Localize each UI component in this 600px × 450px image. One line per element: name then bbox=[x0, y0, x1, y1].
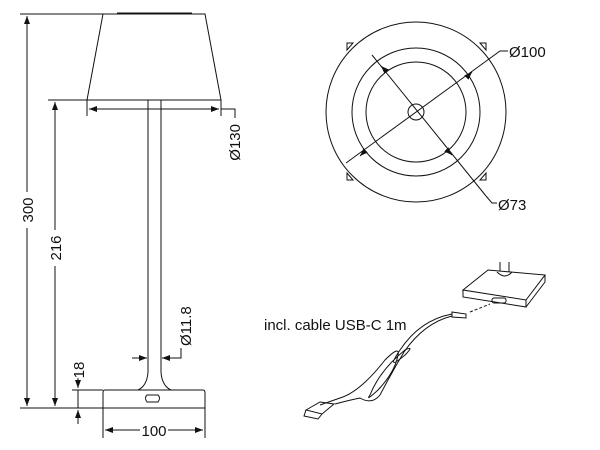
dimension-base-height: 18 bbox=[71, 362, 103, 424]
lamp-base bbox=[102, 389, 206, 409]
diameter-73-line bbox=[371, 54, 487, 197]
dimension-shade-diameter: Ø130 bbox=[86, 100, 244, 161]
usb-cable bbox=[303, 311, 467, 420]
height-stem-label: 216 bbox=[48, 235, 65, 260]
base-perspective bbox=[461, 262, 546, 308]
outer-circle bbox=[325, 21, 507, 203]
diameter-100-line bbox=[345, 66, 479, 164]
base-height-label: 18 bbox=[71, 362, 88, 379]
inner-circle bbox=[365, 61, 467, 163]
dimension-stem-diameter: Ø11.8 bbox=[132, 306, 195, 361]
base-width-label: 100 bbox=[141, 423, 166, 440]
outer-diameter-label: Ø100 bbox=[509, 44, 546, 61]
inner-diameter-label: Ø73 bbox=[498, 197, 526, 214]
center-circle bbox=[407, 103, 425, 121]
cable-caption: incl. cable USB-C 1m bbox=[264, 317, 407, 334]
height-total-label: 300 bbox=[20, 197, 37, 222]
corner-marks bbox=[346, 42, 487, 181]
shade-diameter-label: Ø130 bbox=[227, 124, 244, 161]
lamp-stem bbox=[137, 100, 172, 391]
side-view: 300 216 18 Ø130 Ø11.8 bbox=[20, 12, 244, 440]
stem-diameter-label: Ø11.8 bbox=[178, 306, 195, 346]
usb-port bbox=[145, 394, 160, 403]
top-view: Ø100 Ø73 bbox=[325, 21, 546, 214]
thick-circle bbox=[351, 47, 481, 177]
lamp-shade bbox=[86, 12, 222, 101]
cable-view: incl. cable USB-C 1m bbox=[264, 262, 546, 420]
dimension-base-width: 100 bbox=[102, 408, 206, 440]
dimension-stem-height: 216 bbox=[48, 99, 87, 406]
dimension-total-height: 300 bbox=[20, 13, 103, 409]
